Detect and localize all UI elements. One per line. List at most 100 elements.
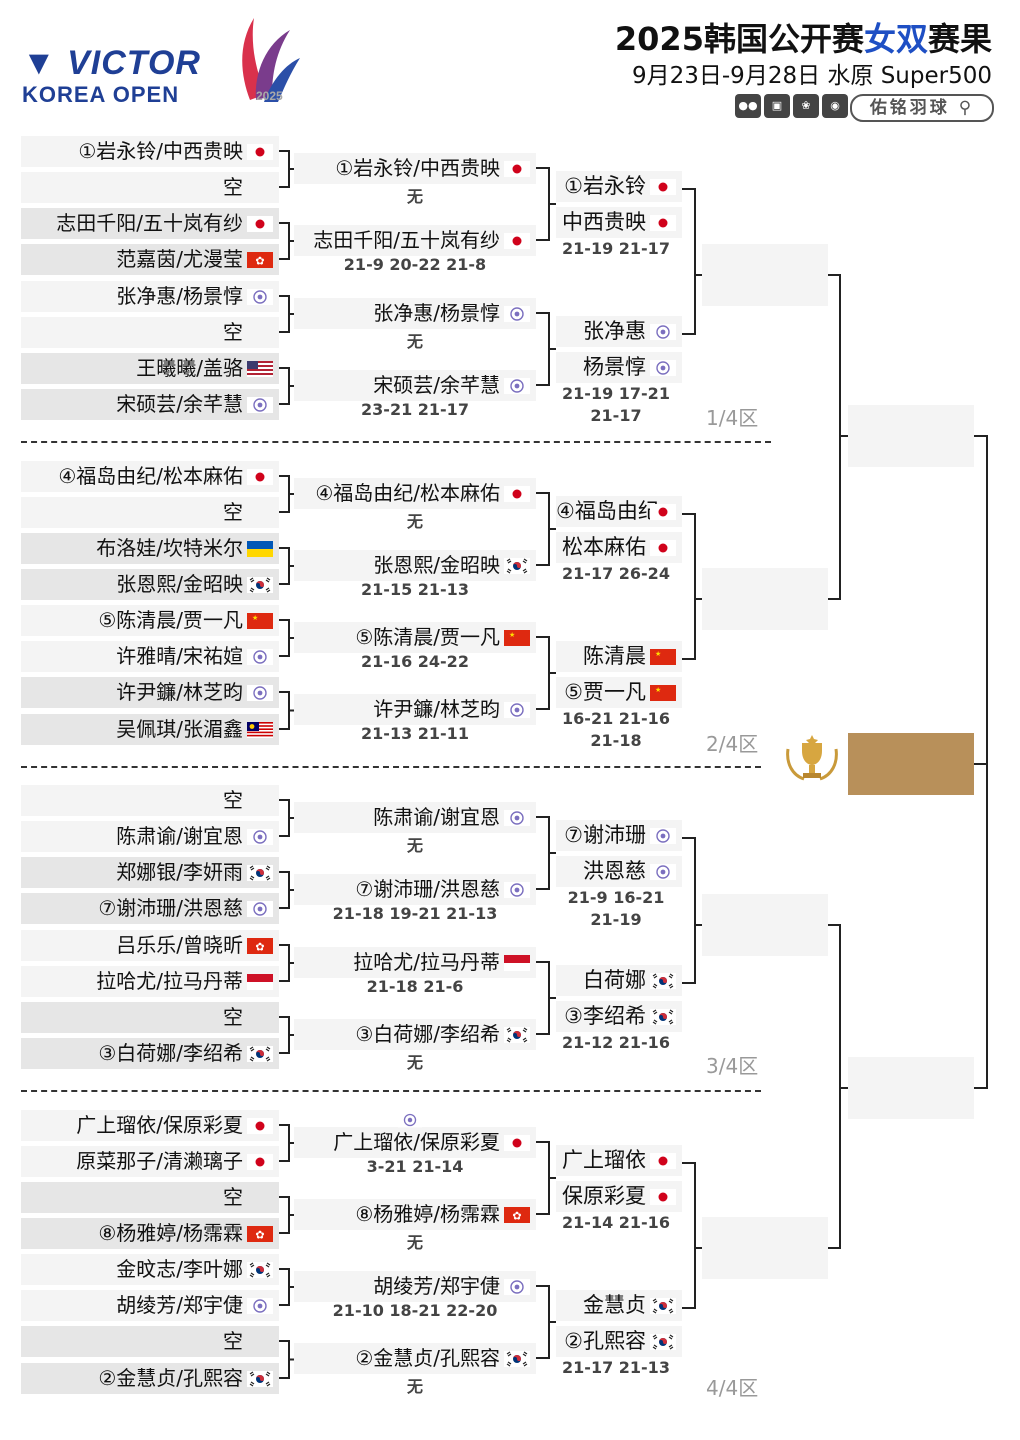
r16-winner: ⑧杨雅婷/杨霈霖✿ <box>294 1199 536 1230</box>
r32-player: 许雅晴/宋祐媗 <box>21 641 279 672</box>
r32-player: 空 <box>21 1182 279 1213</box>
hkg-flag-icon: ✿ <box>247 252 273 268</box>
player-name: 布洛娃/坎特米尔 <box>96 536 243 560</box>
player-name: 金旼志/李叶娜 <box>116 1257 243 1281</box>
r32-player: 王曦曦/盖骆 <box>21 353 279 384</box>
r16-winner: 志田千阳/五十岚有纱 <box>294 225 536 256</box>
player-name: 拉哈尤/拉马丹蒂 <box>96 969 243 993</box>
chn-flag-icon: ★ <box>650 649 676 665</box>
player-name: 胡绫芳/郑宇倢 <box>373 1274 500 1298</box>
player-name: 吕乐乐/曾晓昕 <box>116 933 243 957</box>
match-score: 21-19 21-17 <box>556 238 676 260</box>
kor-flag-icon <box>504 1027 530 1043</box>
hkg-flag-icon: ✿ <box>504 1207 530 1223</box>
tpe-flag-icon <box>650 360 676 376</box>
player-name: ④福岛由纪/松本麻佑 <box>58 464 243 488</box>
player-name: 范嘉茵/尤漫莹 <box>116 247 243 271</box>
match-score: 21-12 21-16 <box>556 1032 676 1054</box>
r32-player: ⑧杨雅婷/杨霈霖✿ <box>21 1218 279 1249</box>
r32-player: 空 <box>21 1326 279 1357</box>
player-name: ③李绍希 <box>564 1004 646 1028</box>
wechat-icon[interactable]: ●● <box>735 94 761 118</box>
jpn-flag-icon <box>650 1189 676 1205</box>
match-score: 无 <box>406 512 423 531</box>
toutiao-icon[interactable]: ▣ <box>764 94 790 118</box>
kor-flag-icon <box>247 865 273 881</box>
r32-player: ⑦谢沛珊/洪恩慈 <box>21 893 279 924</box>
r16-winner: ⑤陈清晨/贾一凡★ <box>294 622 536 653</box>
jpn-flag-icon <box>504 486 530 502</box>
player-name: ⑦谢沛珊/洪恩慈 <box>98 896 243 920</box>
r16-winner: 张恩熙/金昭映 <box>294 550 536 581</box>
tpe-flag-icon <box>247 649 273 665</box>
zone-label: 1/4区 <box>706 406 759 430</box>
r16-winner: ④福岛由纪/松本麻佑 <box>294 478 536 509</box>
r32-player: 范嘉茵/尤漫莹✿ <box>21 244 279 275</box>
tpe-flag-icon <box>247 1298 273 1314</box>
tpe-flag-icon <box>247 829 273 845</box>
victor-mark-icon: ▼ <box>22 44 57 82</box>
qf-player: ⑤贾一凡★ <box>556 677 682 708</box>
player-name: 陈肃谕/谢宜恩 <box>373 805 500 829</box>
qf-player: 陈清晨★ <box>556 641 682 672</box>
player-name: ⑧杨雅婷/杨霈霖 <box>98 1221 243 1245</box>
chn-flag-icon: ★ <box>247 613 273 629</box>
match-score: 21-16 24-22 <box>361 652 469 671</box>
match-score: 无 <box>406 187 423 206</box>
r32-player: 原菜那子/清濑璃子 <box>21 1146 279 1177</box>
player-name: 原菜那子/清濑璃子 <box>76 1149 243 1173</box>
hkg-flag-icon: ✿ <box>247 938 273 954</box>
qf-player: 中西贵映 <box>556 207 682 238</box>
r16-winner: 张净惠/杨景惇 <box>294 298 536 329</box>
zone-label: 4/4区 <box>706 1376 759 1400</box>
match-score: 21-15 21-13 <box>361 580 469 599</box>
player-name: 陈肃谕/谢宜恩 <box>116 824 243 848</box>
qf-player: 洪恩慈 <box>556 856 682 887</box>
player-name: 金慧贞 <box>583 1293 646 1317</box>
r16-winner: ③白荷娜/李绍希 <box>294 1019 536 1050</box>
player-name: 志田千阳/五十岚有纱 <box>313 228 500 252</box>
player-name: ⑤贾一凡 <box>564 680 646 704</box>
player-name: 空 <box>223 320 243 344</box>
r32-player: ⑤陈清晨/贾一凡★ <box>21 605 279 636</box>
tpe-flag-icon <box>504 378 530 394</box>
jpn-flag-icon <box>247 1154 273 1170</box>
match-score: 21-18 19-21 21-13 <box>332 904 498 923</box>
match-score: 21-18 21-6 <box>366 977 464 996</box>
player-name: 中西贵映 <box>562 210 646 234</box>
r32-player: ①岩永铃/中西贵映 <box>21 136 279 167</box>
r32-player: 空 <box>21 1002 279 1033</box>
player-name: ⑦谢沛珊 <box>564 823 646 847</box>
player-name: 张恩熙/金昭映 <box>116 572 243 596</box>
match-score: 21-17 21-13 <box>556 1357 676 1379</box>
zone-label: 3/4区 <box>706 1054 759 1078</box>
svg-text:★: ★ <box>509 631 515 639</box>
semifinal-slot <box>702 244 828 306</box>
baidu-icon[interactable]: ❀ <box>793 94 819 118</box>
r32-player: 金旼志/李叶娜 <box>21 1254 279 1285</box>
weibo-icon[interactable]: ◉ <box>822 94 848 118</box>
final-slot <box>848 1057 974 1119</box>
player-name: ⑧杨雅婷/杨霈霖 <box>355 1202 500 1226</box>
score-line: 16-21 21-16 <box>562 709 670 728</box>
r16-winner: ②金慧贞/孔熙容 <box>294 1343 536 1374</box>
r16-winner: ⑦谢沛珊/洪恩慈 <box>294 874 536 905</box>
match-score: 无 <box>406 332 423 351</box>
svg-text:★: ★ <box>655 650 661 658</box>
r32-player: 吴佩琪/张湄鑫 <box>21 714 279 745</box>
jpn-flag-icon <box>504 233 530 249</box>
brand-search-badge[interactable]: 佑铭羽球 ⚲ <box>850 94 994 122</box>
r32-player: 张净惠/杨景惇 <box>21 281 279 312</box>
r32-player: 志田千阳/五十岚有纱 <box>21 208 279 239</box>
r32-player: 空 <box>21 497 279 528</box>
player-name: 空 <box>223 500 243 524</box>
kor-flag-icon <box>247 1262 273 1278</box>
qf-player: 金慧贞 <box>556 1290 682 1321</box>
jpn-flag-icon <box>650 179 676 195</box>
r32-player: ②金慧贞/孔熙容 <box>21 1363 279 1394</box>
player-name: 郑娜银/李妍雨 <box>116 860 243 884</box>
player-name: ⑦谢沛珊/洪恩慈 <box>355 877 500 901</box>
kor-flag-icon <box>247 1046 273 1062</box>
player-name: ⑤陈清晨/贾一凡 <box>98 608 243 632</box>
champion-slot <box>848 733 974 795</box>
